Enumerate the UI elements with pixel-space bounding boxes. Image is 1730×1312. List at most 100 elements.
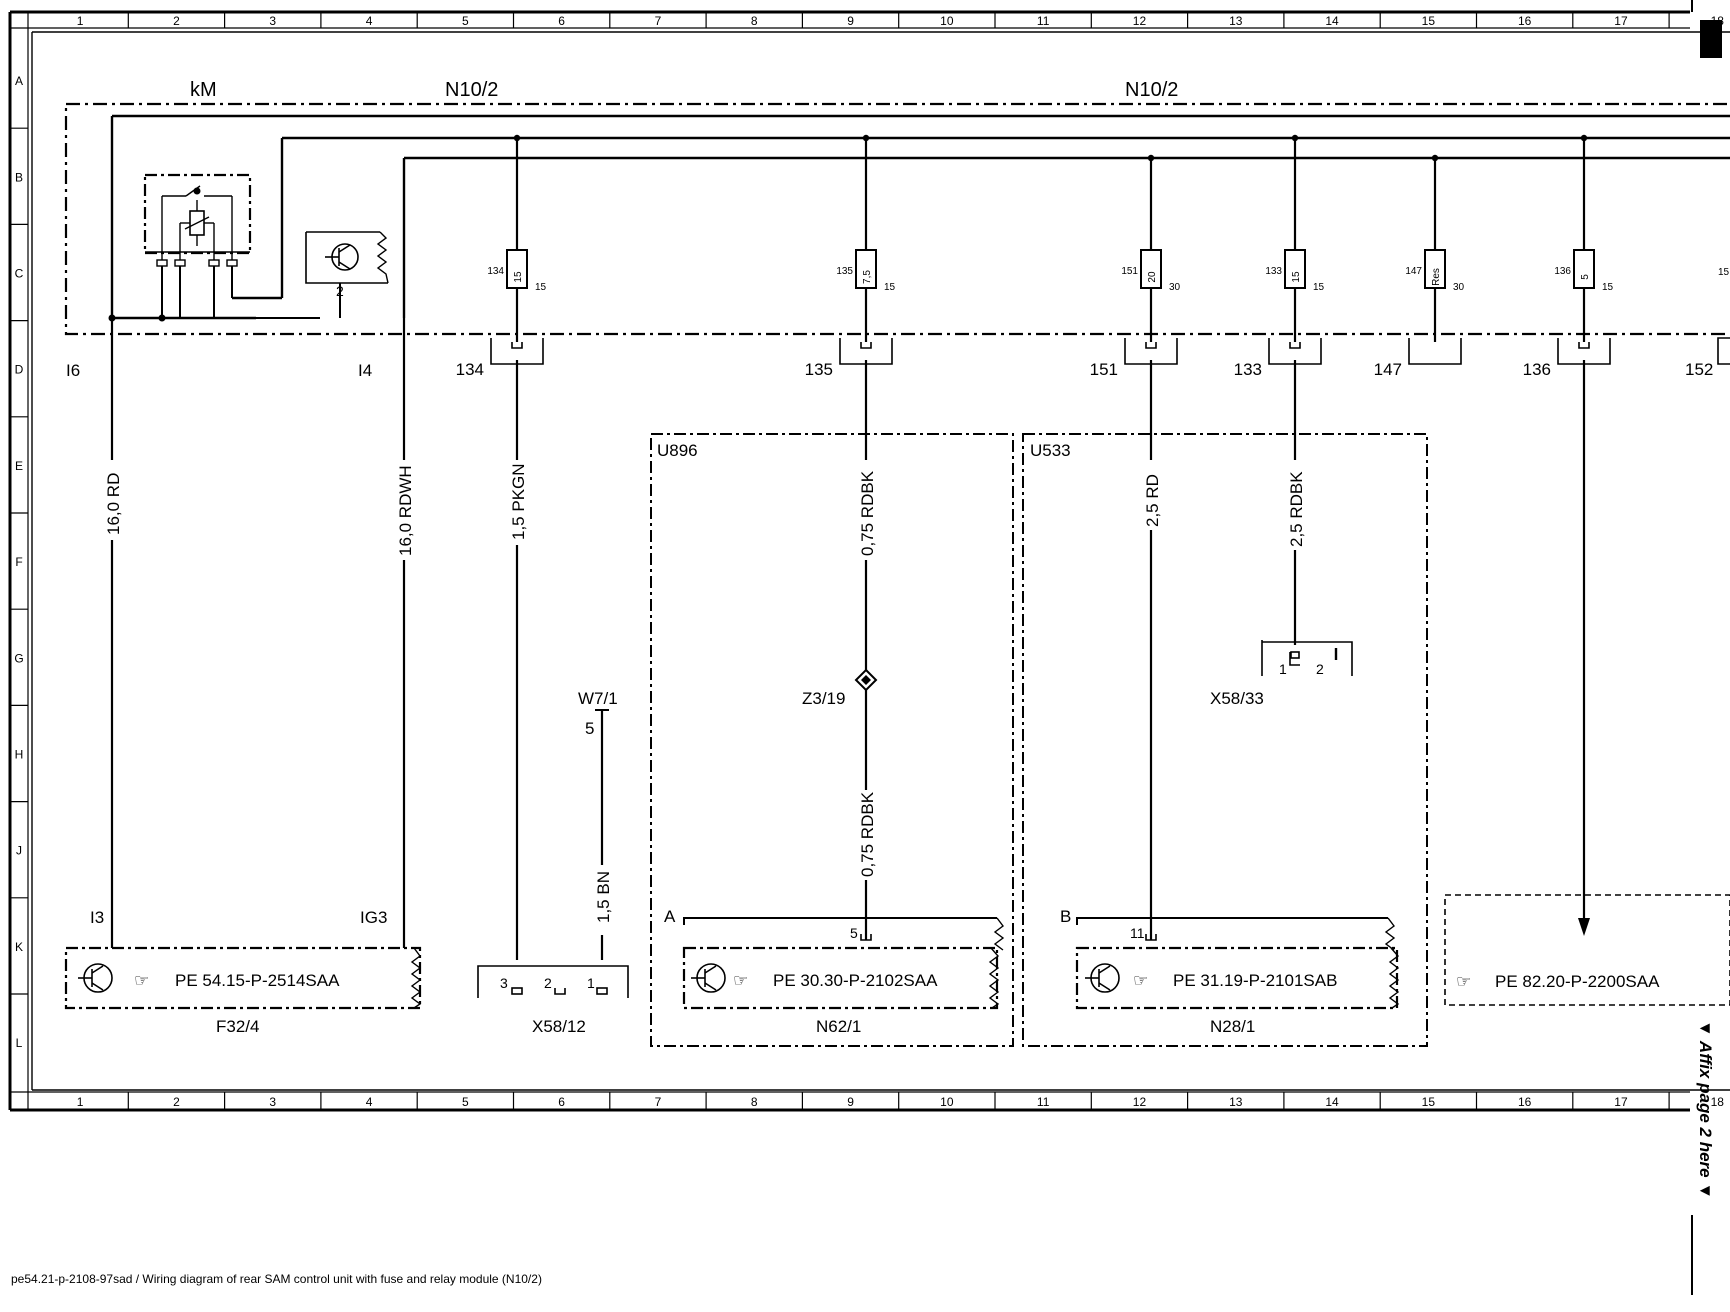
connector-x58-33 [1261,640,1353,676]
column-label: 15 [1422,1095,1436,1109]
x58-33-pin2: 2 [1316,661,1324,677]
column-dividers [127,12,1670,1110]
reference-pe-31-19: PE 31.19-P-2101SAB [1173,971,1337,990]
connector-label: 134 [456,360,484,379]
module-label-right: N10/2 [1125,79,1178,101]
fuse-number: 134 [487,266,504,277]
column-label: 14 [1325,1095,1339,1109]
column-label: 8 [751,1095,758,1109]
terminal-i4: I4 [358,361,372,380]
control-unit-n62-1 [682,917,1005,1010]
column-label: 11 [1037,1095,1050,1109]
row-label: J [16,844,22,858]
connector-pin [1578,342,1590,349]
fuse-number: 147 [1405,266,1422,277]
reference-pe-54-15: PE 54.15-P-2514SAA [175,971,340,990]
connector-pin [1289,342,1301,349]
conn-b-label: B [1060,907,1071,926]
u896-label: U896 [657,441,698,460]
fuse-rating: 20 [1147,271,1158,283]
fuse-terminal: 15 [1602,282,1614,293]
column-label: 6 [558,1095,565,1109]
vertical-wires [110,318,1586,960]
fuse-body [1573,249,1595,289]
module-label-left: N10/2 [445,79,498,101]
column-label: 2 [173,1095,180,1109]
column-label: 10 [940,1095,954,1109]
column-label: 10 [940,14,954,28]
fuse-rating: 7,5 [862,270,873,284]
fuse-terminal: 15 [535,282,547,293]
u533-label: U533 [1030,441,1071,460]
relay-km-label: kM [190,79,217,101]
f32-4-label: F32/4 [216,1017,259,1036]
column-label: 14 [1325,14,1339,28]
connector-bracket [1408,338,1462,365]
reference-box-pe-82-20 [1444,894,1730,1006]
w7-1-pin: 5 [585,719,594,738]
row-label: H [15,748,24,762]
row-label: A [15,74,23,88]
column-label: 3 [269,14,276,28]
affix-page-note: ▼ Affix page 2 here ▼ [1696,1020,1715,1199]
fuse-number: 133 [1265,266,1282,277]
terminal-ig3: IG3 [360,908,387,927]
wire-label-2: 16,0 RDWH [396,465,415,556]
column-label: 7 [655,14,662,28]
bus-bars [110,114,1730,320]
n62-1-label: N62/1 [816,1017,861,1036]
wire-label-8: 1,5 BN [594,871,613,923]
fuse-number: 136 [1554,266,1571,277]
row-label: K [15,940,23,954]
column-label: 1 [77,1095,84,1109]
row-label: L [16,1036,23,1050]
column-label: 17 [1614,1095,1628,1109]
connector-label: 147 [1374,360,1402,379]
fuse-group: 15134151347,5135151352015130151151331513… [456,134,1614,379]
row-label: E [15,459,23,473]
control-unit-f32-4 [64,946,422,1010]
reference-hand-icon: ☞ [134,971,149,990]
transistor-pin-label: 2 [336,283,344,299]
row-label: B [15,170,23,184]
row-labels: A B C D E F G H J K L [14,74,23,1050]
fuse-rating: Res [1431,268,1442,286]
n62-pin: 5 [850,925,858,941]
column-label: 6 [558,14,565,28]
splice-z3-19-label: Z3/19 [802,689,845,708]
row-label: D [15,363,24,377]
reference-pe-30-30: PE 30.30-P-2102SAA [773,971,938,990]
row-label: F [15,555,22,569]
connector-pin [1145,342,1157,349]
x58-12-pin3: 3 [500,975,508,991]
w7-1-label: W7/1 [578,689,618,708]
wire-label-1: 16,0 RD [104,473,123,535]
terminal-i6: I6 [66,361,80,380]
column-label: 12 [1133,1095,1147,1109]
partial-fuse-connector [1717,337,1730,365]
column-label: 3 [269,1095,276,1109]
x58-33-pin1: 1 [1279,661,1287,677]
connector-pin [511,342,523,349]
relay-km [108,173,320,322]
row-label: C [15,267,24,281]
fuse-rating: 15 [1291,271,1302,283]
row-dividers [10,127,28,995]
row-label: G [14,651,23,665]
page-edge-marker [1691,0,1722,1295]
column-label: 2 [173,14,180,28]
fuse-terminal: 15 [884,282,896,293]
wire-label-7: 2,5 RDBK [1287,471,1306,547]
terminal-i3: I3 [90,908,104,927]
connector-label: 135 [805,360,833,379]
column-label: 5 [462,14,469,28]
reference-pe-82-20: PE 82.20-P-2200SAA [1495,972,1660,991]
